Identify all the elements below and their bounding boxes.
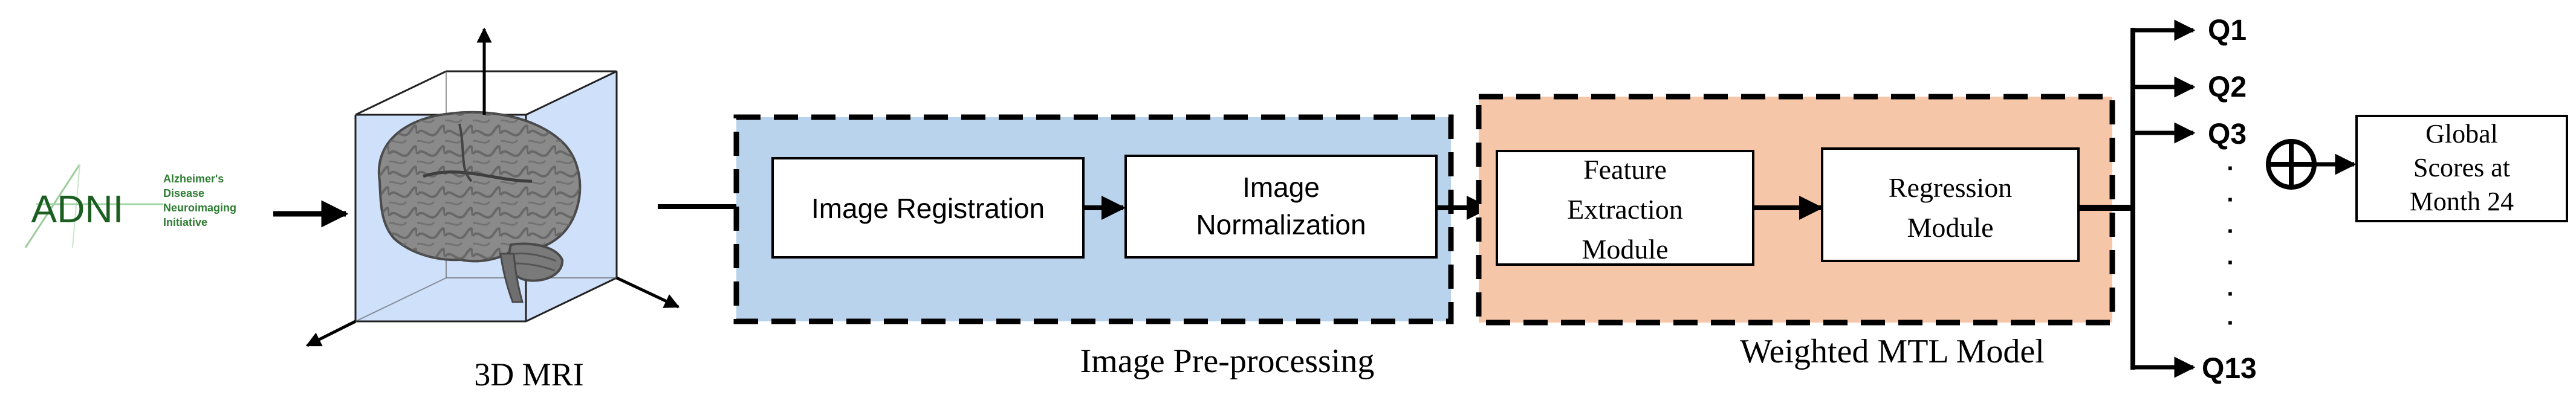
combine-icon <box>2266 139 2317 190</box>
global-scores-line-1: Global <box>2425 119 2498 149</box>
preprocessing-label: Image Pre-processing <box>1080 342 1375 380</box>
mtl-model-group: Feature Extraction Module Regression Mod… <box>1476 94 2115 370</box>
step-regression-module-label-line-2: Module <box>1907 212 1993 243</box>
step-image-normalization <box>1124 155 1438 259</box>
step-regression-module-label-line-1: Regression <box>1889 172 2012 203</box>
axis-arrow-left <box>305 320 357 347</box>
step-image-normalization-label-line-2: Normalization <box>1196 209 1366 240</box>
cube-hidden-edge <box>355 277 447 322</box>
output-ellipsis-dot: · <box>2227 187 2234 213</box>
logo-line-3: Neuroimaging <box>163 202 236 214</box>
output-q13: Q13 <box>2202 353 2257 385</box>
cube-edge <box>525 70 617 116</box>
output-branches: Q1 Q2 Q3 Q13 · · · · · · <box>2078 14 2257 385</box>
logo-slash-line <box>24 164 81 248</box>
step-feature-extraction-label-line-3: Module <box>1582 234 1668 265</box>
output-q1: Q1 <box>2208 14 2247 47</box>
step-image-registration-label: Image Registration <box>811 193 1045 224</box>
global-scores-frame <box>2355 115 2568 222</box>
mtl-model-label: Weighted MTL Model <box>1740 333 2045 370</box>
step-feature-extraction-label-line-1: Feature <box>1583 154 1667 185</box>
output-ellipsis-dot: · <box>2227 310 2234 336</box>
cube-edge <box>525 277 617 323</box>
brain-stem <box>499 252 524 303</box>
global-scores-box: Global Scores at Month 24 <box>2355 115 2568 222</box>
logo-line-1: Alzheimer's <box>163 173 224 185</box>
global-scores-line-3: Month 24 <box>2410 187 2514 216</box>
logo-accent-line <box>72 164 80 248</box>
step-feature-extraction-label-line-2: Extraction <box>1567 194 1683 225</box>
logo-line-4: Initiative <box>163 216 207 228</box>
logo-acronym: ADNI <box>31 187 124 231</box>
axis-arrow-right <box>615 276 680 309</box>
output-ellipsis-dot: · <box>2227 281 2234 307</box>
cube-edge <box>355 70 447 116</box>
output-ellipsis-dot: · <box>2227 218 2234 245</box>
mri-volume: 3D MRI <box>305 27 680 393</box>
step-image-registration <box>771 157 1085 259</box>
adni-logo: ADNI Alzheimer's Disease Neuroimaging In… <box>24 164 236 248</box>
mri-caption: 3D MRI <box>474 356 584 393</box>
output-q3: Q3 <box>2208 118 2247 150</box>
output-ellipsis-dot: · <box>2227 249 2234 276</box>
logo-line-2: Disease <box>163 187 204 199</box>
global-scores-line-2: Scores at <box>2413 153 2510 182</box>
output-q2: Q2 <box>2208 71 2247 103</box>
preprocessing-group: Image Registration Image Normalization I… <box>733 114 1454 380</box>
step-feature-extraction <box>1496 150 1754 266</box>
brain-icon <box>377 111 582 303</box>
step-regression-module <box>1821 147 2080 262</box>
output-ellipsis-dot: · <box>2227 155 2234 182</box>
step-image-normalization-label-line-1: Image <box>1242 172 1320 203</box>
